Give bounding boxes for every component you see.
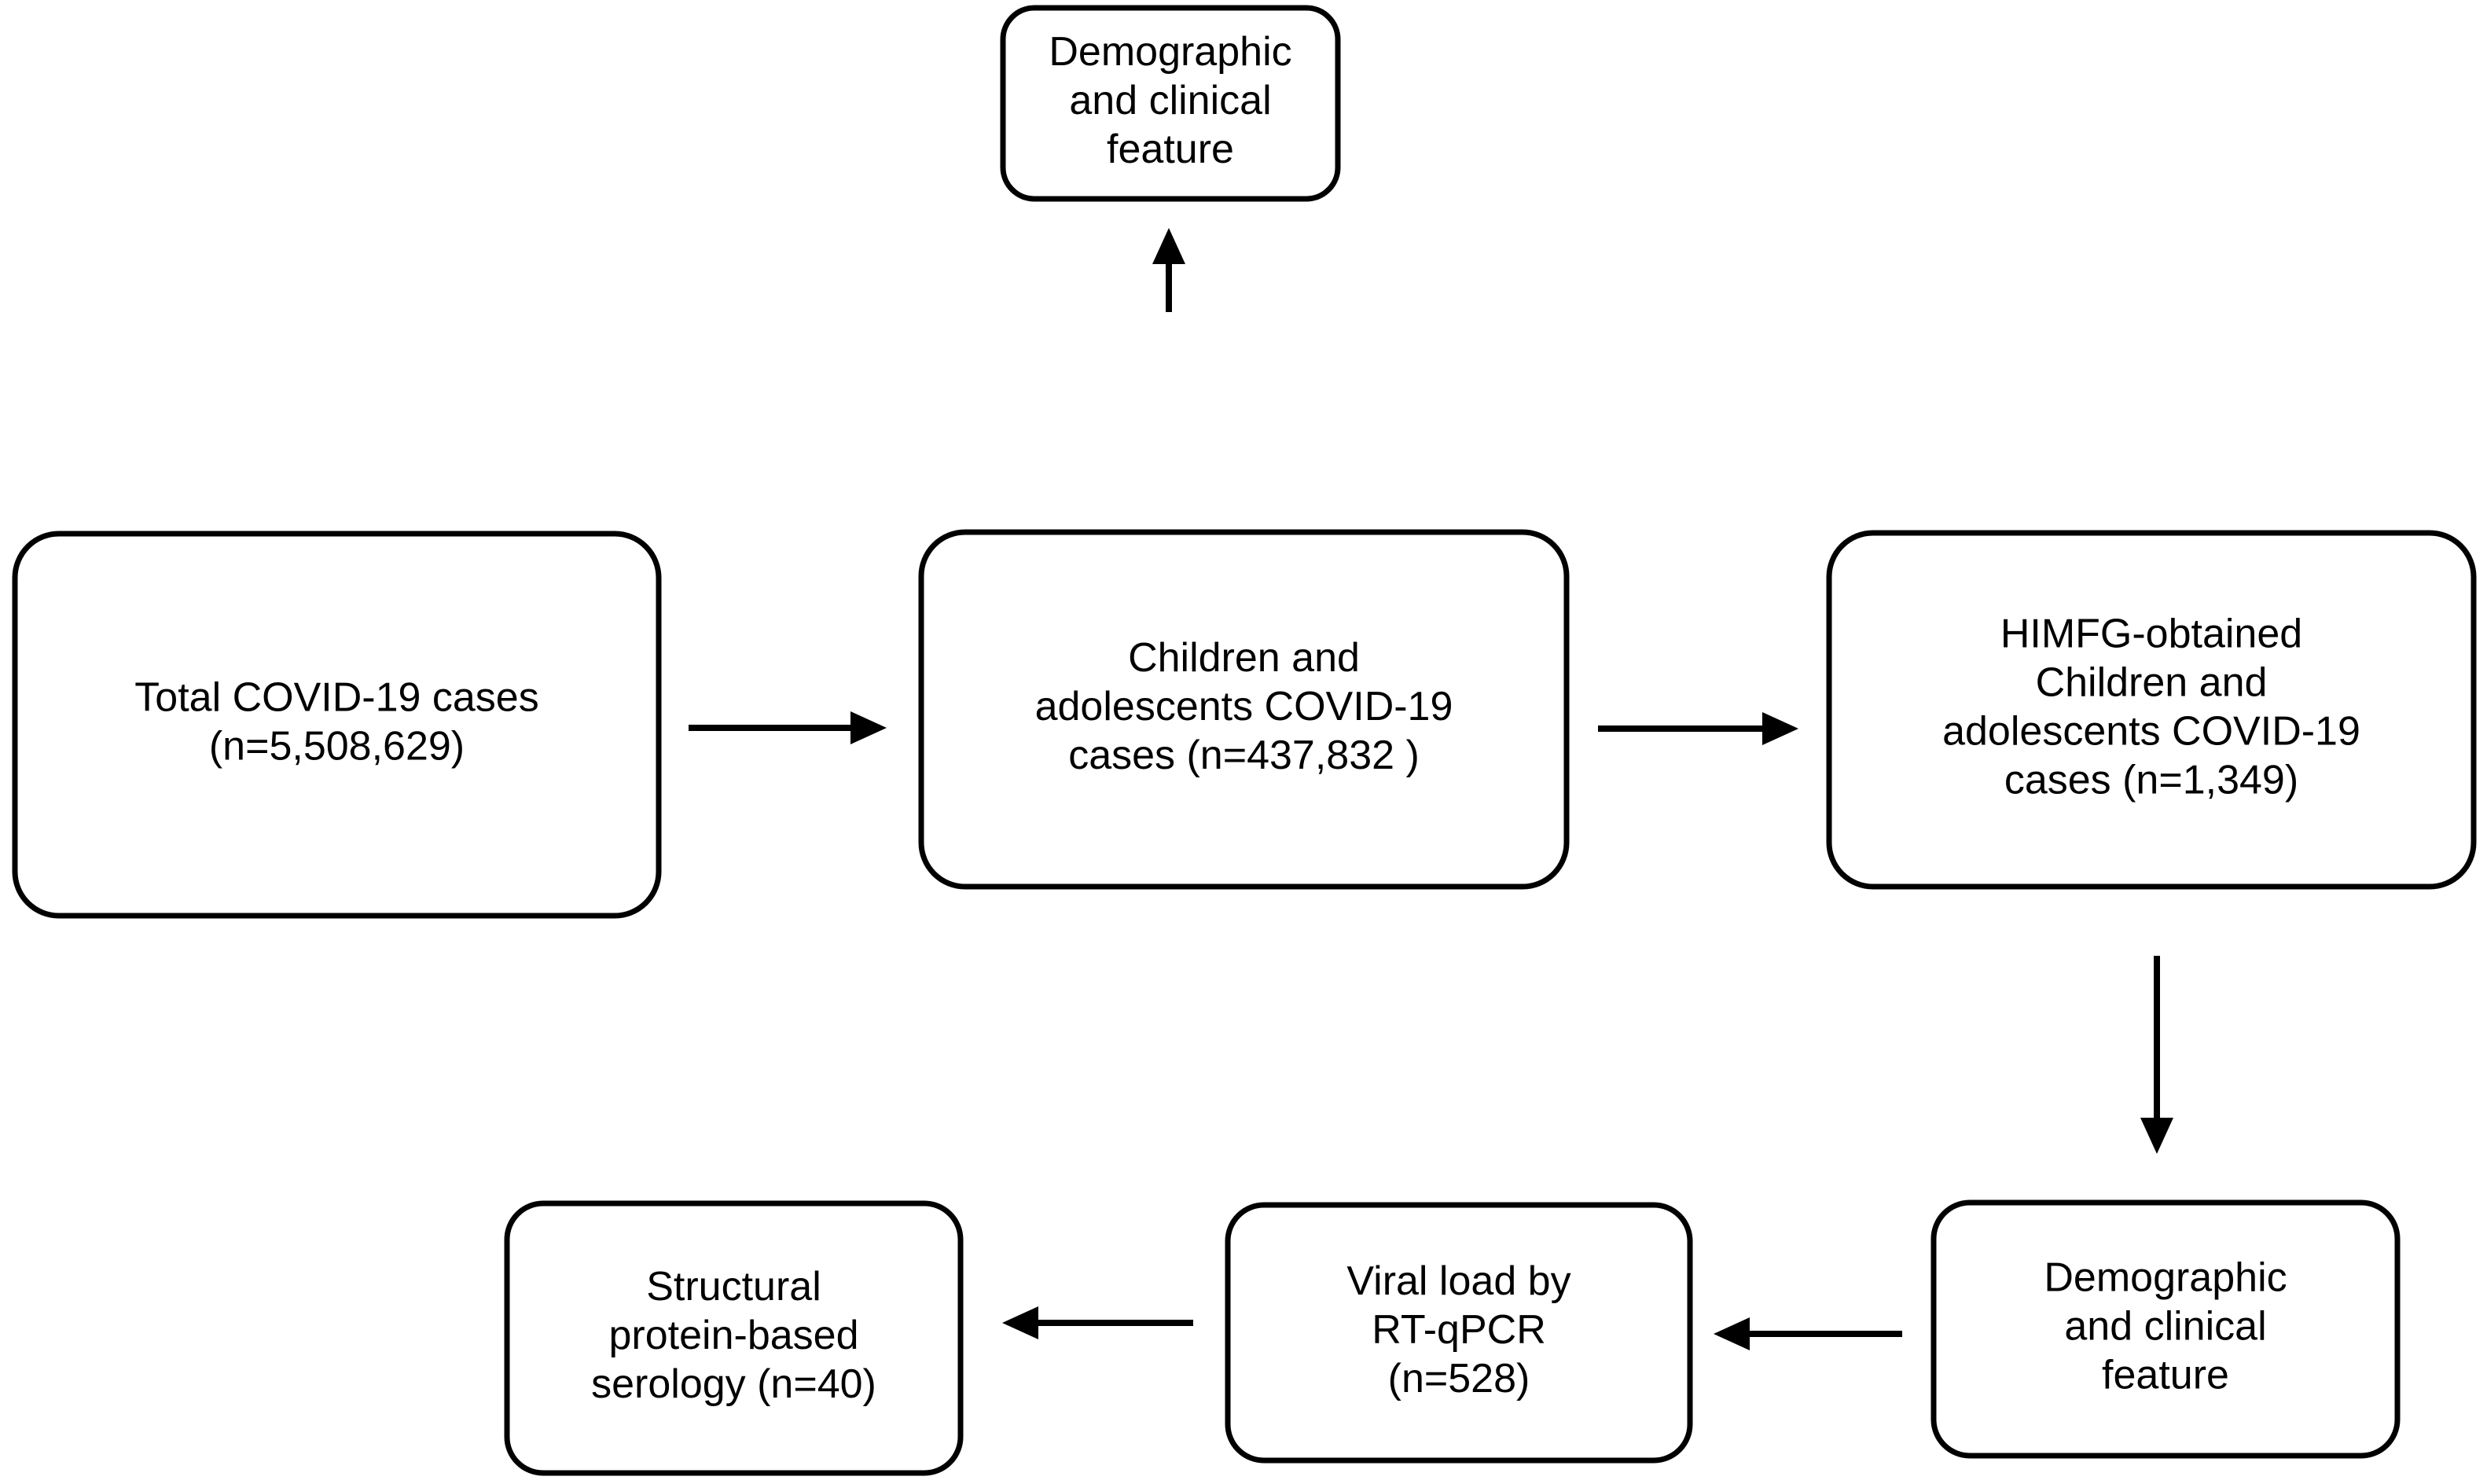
node-label-line: feature (1107, 127, 1234, 172)
arrow-head-icon (2140, 1118, 2173, 1154)
node-label-line: HIMFG-obtained (2000, 612, 2302, 657)
node-label-line: (n=5,508,629) (209, 724, 465, 770)
node-label-line: and clinical (1069, 78, 1271, 123)
node-outline (1000, 5, 1341, 202)
node-outline (12, 531, 662, 919)
node-label-line: cases (n=437,832 ) (1068, 733, 1420, 778)
node-label-line: cases (n=1,349) (2004, 758, 2298, 803)
node-outline (1826, 530, 2477, 890)
arrow-head-icon (850, 711, 887, 744)
node-label-line: RT-qPCR (1372, 1307, 1546, 1353)
node-label-line: Children and (2036, 660, 2268, 706)
edges-layer (689, 228, 2173, 1350)
node-label-line: feature (2102, 1353, 2229, 1398)
node-outline (504, 1200, 964, 1476)
flow-arrow-demographic-bottom-to-viral-load (1714, 1317, 1902, 1350)
flow-arrow-himfg-to-demographic-bottom (2140, 956, 2173, 1154)
arrow-head-icon (1762, 712, 1798, 745)
arrow-head-icon (1002, 1306, 1038, 1339)
flow-arrow-total-to-children (689, 711, 887, 744)
flow-arrow-children-to-himfg (1598, 712, 1798, 745)
node-label-line: adolescents COVID-19 (1035, 684, 1453, 729)
node-label-line: and clinical (2064, 1304, 2266, 1350)
flow-arrow-viral-load-to-serology (1002, 1306, 1193, 1339)
node-label-line: Structural (646, 1264, 821, 1310)
node-outline (1225, 1202, 1693, 1464)
flow-arrow-children-to-demographic-top (1152, 228, 1185, 312)
node-label-line: adolescents COVID-19 (1942, 709, 2360, 755)
node-label-line: protein-based (609, 1313, 859, 1358)
node-label-line: (n=528) (1388, 1356, 1530, 1401)
arrow-head-icon (1714, 1317, 1750, 1350)
node-label-line: Viral load by (1346, 1258, 1570, 1304)
flow-node-total-cases[interactable]: Total COVID-19 cases(n=5,508,629) (12, 531, 662, 919)
node-outline (918, 529, 1570, 890)
node-label-line: Total COVID-19 cases (134, 675, 538, 721)
node-label-line: serology (n=40) (591, 1361, 876, 1407)
node-label-line: Demographic (2044, 1255, 2287, 1301)
node-label-line: Children and (1128, 635, 1360, 681)
arrow-head-icon (1152, 228, 1185, 264)
node-outline (1930, 1199, 2401, 1459)
node-label-line: Demographic (1049, 29, 1291, 75)
